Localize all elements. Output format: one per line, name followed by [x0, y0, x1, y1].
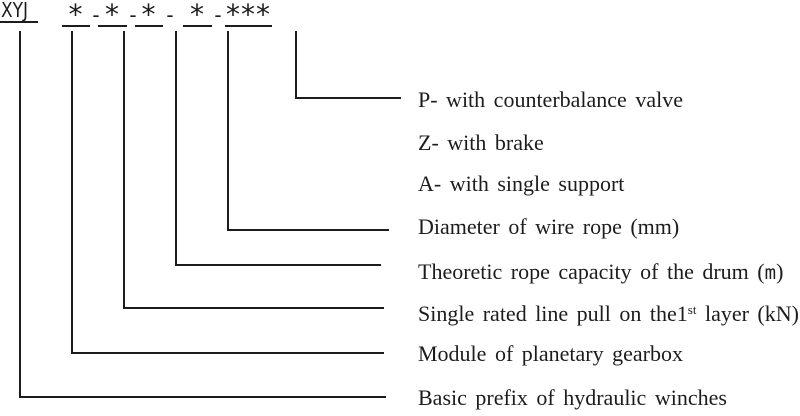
- legend-text: ): [776, 259, 784, 284]
- segment-separator: -: [214, 3, 222, 27]
- legend-text: Theoretic rope capacity of the drum (: [418, 259, 765, 284]
- segment-separator: -: [166, 3, 174, 27]
- segment-underline: [62, 25, 90, 27]
- legend-row-gearbox-module: Module of planetary gearbox: [418, 341, 683, 366]
- connector-horizontal-line-pull: [123, 307, 384, 309]
- connector-vertical-gearbox-module: [71, 31, 73, 354]
- connector-horizontal-basic-prefix: [19, 396, 386, 398]
- legend-row-wire-rope-diameter: Diameter of wire rope (mm): [418, 214, 680, 239]
- prefix-underline: [0, 21, 38, 23]
- legend-row-brake: Z- with brake: [418, 130, 544, 155]
- legend-row-counterbalance-valve: P- with counterbalance valve: [418, 87, 683, 112]
- connector-vertical-line-pull: [123, 31, 125, 309]
- connector-horizontal-rope-diameter: [227, 229, 389, 231]
- connector-vertical-suffix-options: [295, 31, 297, 99]
- legend-row-line-pull: Single rated line pull on the1st layer (…: [418, 303, 799, 325]
- model-segment-4: *: [190, 0, 205, 31]
- legend-text: Single rated line pull on the1: [418, 301, 688, 326]
- legend-row-basic-prefix: Basic prefix of hydraulic winches: [418, 385, 727, 410]
- connector-vertical-rope-diameter: [227, 31, 229, 231]
- model-segment-3: *: [141, 0, 157, 31]
- model-segment-2: *: [105, 0, 120, 31]
- model-segment-1: *: [68, 0, 84, 31]
- segment-underline: [225, 25, 272, 27]
- legend-text: layer (kN): [696, 301, 799, 326]
- connector-horizontal-suffix-options: [295, 97, 401, 99]
- legend-row-single-support: A- with single support: [418, 171, 625, 196]
- connector-vertical-rope-capacity: [175, 31, 177, 266]
- legend-unit: m: [764, 262, 777, 284]
- connector-horizontal-rope-capacity: [175, 264, 381, 266]
- legend-superscript: st: [687, 302, 697, 317]
- legend-row-rope-capacity: Theoretic rope capacity of the drum (m): [418, 259, 784, 285]
- segment-underline: [135, 25, 163, 27]
- model-segment-5: ***: [226, 0, 271, 31]
- model-prefix: XYJ: [1, 0, 29, 22]
- segment-separator: -: [92, 3, 100, 27]
- connector-vertical-basic-prefix: [19, 31, 21, 398]
- segment-underline: [183, 25, 212, 27]
- segment-separator: -: [129, 3, 137, 27]
- connector-horizontal-gearbox-module: [71, 352, 384, 354]
- segment-underline: [98, 25, 127, 27]
